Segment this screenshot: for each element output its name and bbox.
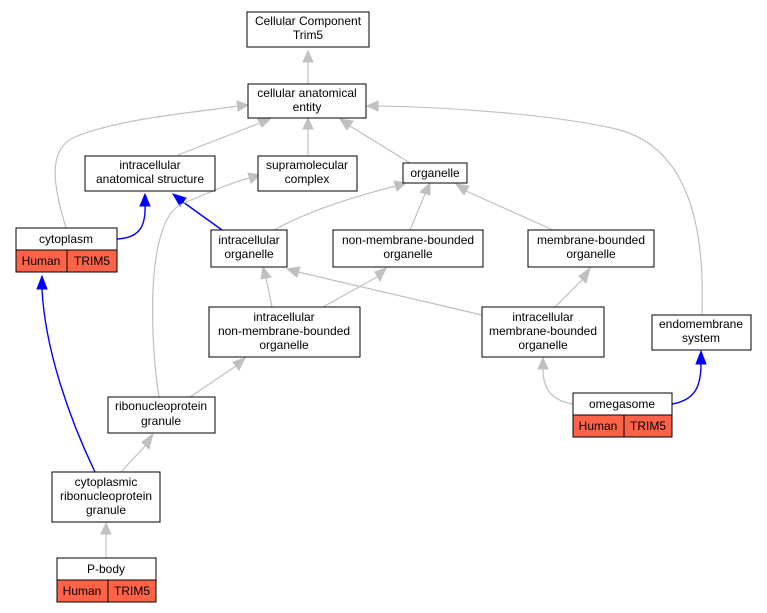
edge-crnpg-to-cyto (41, 288, 96, 473)
node-label-line: anatomical structure (96, 172, 204, 186)
node-cytoplasm[interactable]: cytoplasm Human TRIM5 (15, 227, 118, 273)
node-label-line: organelle (259, 338, 309, 352)
edge-omega-to-imbo (542, 368, 574, 405)
arrowhead (365, 100, 379, 112)
node-label-line: organelle (518, 338, 568, 352)
node-label-line: Trim5 (293, 28, 324, 42)
species-tag: Human (63, 584, 102, 598)
edge-cyto-to-cae (54, 105, 239, 229)
node-label-line: intracellular (218, 233, 279, 247)
arrowhead (256, 117, 272, 128)
node-label-line: cytoplasm (39, 232, 93, 246)
node-intracellular-anatomical-structure[interactable]: intracellular anatomical structure (84, 155, 216, 192)
arrowhead (302, 116, 314, 130)
species-tag: Human (22, 254, 61, 268)
node-label-line: cytoplasmic (75, 475, 138, 489)
edge-omega-to-ems (671, 363, 702, 405)
node-label-line: entity (293, 100, 322, 114)
node-p-body[interactable]: P-body Human TRIM5 (56, 557, 157, 603)
arrowhead (260, 265, 272, 280)
gene-tag: TRIM5 (114, 584, 150, 598)
node-intracellular-membrane-bounded-organelle[interactable]: intracellular membrane-bounded organelle (481, 306, 605, 358)
edge-io-to-org (273, 185, 397, 231)
node-label-line: system (682, 331, 720, 345)
node-label-line: organelle (383, 247, 433, 261)
node-label-line: Cellular Component (255, 14, 362, 28)
edge-mbo-to-org (465, 190, 554, 231)
edge-imbo-to-io (297, 271, 483, 316)
node-label-line: ribonucleoprotein (60, 489, 152, 503)
arrowhead (171, 193, 187, 207)
edge-crnpg-to-rnpg (120, 444, 147, 473)
node-label-line: non-membrane-bounded (342, 233, 474, 247)
arrowhead (302, 49, 314, 63)
node-supramolecular-complex[interactable]: supramolecular complex (257, 155, 358, 192)
node-label-line: non-membrane-bounded (218, 324, 350, 338)
node-label-line: organelle (410, 166, 460, 180)
arrowhead (232, 357, 246, 371)
species-tag: Human (579, 419, 618, 433)
arrowhead (419, 181, 431, 196)
node-label-line: cellular anatomical (257, 86, 356, 100)
arrowhead (100, 521, 112, 535)
node-label-line: ribonucleoprotein (115, 399, 207, 413)
edge-io-to-ias (182, 201, 223, 231)
node-label-line: endomembrane (659, 317, 743, 331)
node-ribonucleoprotein-granule[interactable]: ribonucleoprotein granule (107, 396, 216, 434)
edge-ias-to-cae (177, 122, 261, 156)
edge-rnpg-to-smc (151, 177, 251, 398)
arrowhead (537, 356, 549, 370)
node-organelle[interactable]: organelle (402, 162, 468, 184)
node-intracellular-organelle[interactable]: intracellular organelle (210, 229, 288, 268)
nodes: Cellular Component Trim5 cellular anatom… (15, 11, 752, 603)
node-membrane-bounded-organelle[interactable]: membrane-bounded organelle (527, 229, 655, 268)
arrowhead (578, 266, 591, 284)
arrowhead (695, 349, 707, 365)
edge-inmbo-to-nmbo (322, 276, 378, 308)
node-label-line: membrane-bounded (537, 233, 645, 247)
arrowhead (141, 432, 154, 450)
node-label-line: organelle (566, 247, 616, 261)
arrowhead (36, 274, 48, 290)
node-label-line: membrane-bounded (489, 324, 597, 338)
node-label-line: complex (285, 172, 330, 186)
node-cellular-component-trim5[interactable]: Cellular Component Trim5 (246, 11, 370, 48)
node-label-line: intracellular (119, 158, 180, 172)
node-endomembrane-system[interactable]: endomembrane system (651, 314, 752, 351)
edge-cyto-to-ias (116, 204, 146, 240)
node-cellular-anatomical-entity[interactable]: cellular anatomical entity (247, 83, 367, 119)
arrowhead (374, 267, 387, 283)
node-omegasome[interactable]: omegasome Human TRIM5 (572, 392, 673, 438)
edge-rnpg-to-inmbo (189, 365, 237, 398)
node-intracellular-non-membrane-bounded-organelle[interactable]: intracellular non-membrane-bounded organ… (208, 306, 361, 358)
gene-tag: TRIM5 (74, 254, 110, 268)
arrowhead (236, 100, 250, 112)
edge-inmbo-to-io (265, 277, 273, 308)
edge-nmbo-to-org (409, 193, 426, 231)
arrowhead (247, 172, 262, 184)
arrowhead (454, 183, 470, 196)
edge-imbo-to-mbo (554, 278, 584, 308)
edge-org-to-cae (349, 125, 411, 164)
node-label-line: organelle (224, 247, 274, 261)
arrowhead (139, 192, 151, 207)
node-cytoplasmic-ribonucleoprotein-granule[interactable]: cytoplasmic ribonucleoprotein granule (51, 471, 161, 523)
edge-ems-to-cae (377, 105, 703, 316)
node-label-line: supramolecular (266, 158, 348, 172)
node-non-membrane-bounded-organelle[interactable]: non-membrane-bounded organelle (332, 229, 484, 268)
edges (36, 49, 707, 558)
arrowhead (285, 266, 301, 278)
gene-tag: TRIM5 (630, 419, 666, 433)
node-label-line: omegasome (589, 397, 655, 411)
arrowhead (338, 118, 354, 131)
node-label-line: granule (141, 414, 181, 428)
node-label-line: P-body (87, 562, 125, 576)
node-label-line: intracellular (512, 310, 573, 324)
node-label-line: intracellular (253, 310, 314, 324)
node-label-line: granule (86, 503, 126, 517)
